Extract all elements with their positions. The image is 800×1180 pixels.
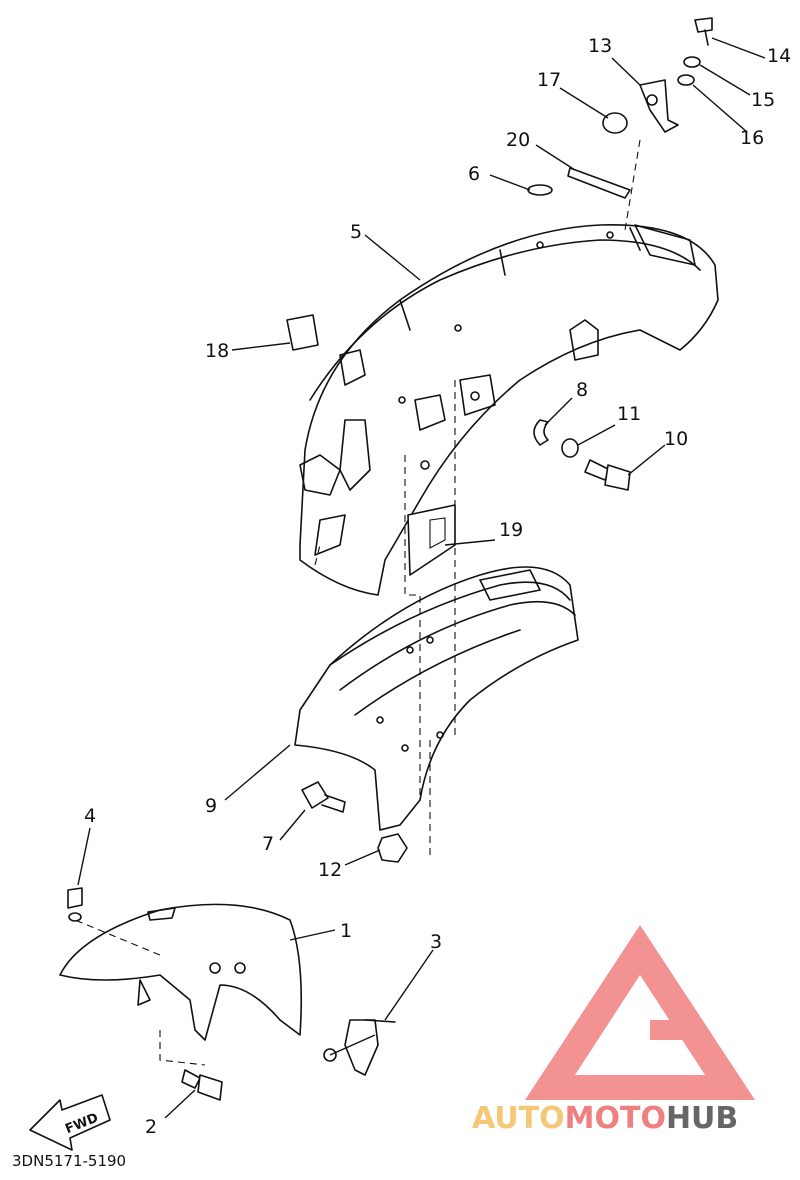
callout-20: 20 [506,129,530,151]
watermark-moto: MOTO [565,1101,666,1136]
callout-1: 1 [340,920,352,942]
callout-8: 8 [576,379,588,401]
watermark-text: AUTOMOTOHUB [472,1101,738,1136]
callout-13: 13 [588,35,612,57]
callout-17: 17 [537,69,561,91]
alignment-lines [74,139,641,1066]
rear-fender-part [299,224,719,596]
flap-part [407,504,456,576]
callout-labels: 1 2 3 4 5 6 7 8 9 10 11 12 13 14 15 16 1… [84,35,791,1138]
callout-2: 2 [145,1116,157,1138]
callout-15: 15 [751,89,775,111]
callout-14: 14 [767,45,791,67]
callout-18: 18 [205,340,229,362]
watermark-logo [525,925,755,1100]
callout-6: 6 [468,163,480,185]
callout-7: 7 [262,833,274,855]
callout-4: 4 [84,805,96,827]
callout-10: 10 [664,428,688,450]
callout-5: 5 [350,221,362,243]
callout-11: 11 [617,403,641,425]
front-fender-part [59,903,303,1041]
leader-lines [77,37,766,1119]
callout-12: 12 [318,859,342,881]
inner-fender-part [294,566,579,831]
callout-19: 19 [499,519,523,541]
watermark-hub: HUB [666,1101,738,1136]
small-parts [67,17,713,1101]
catalog-code: 3DN5171-5190 [12,1152,126,1170]
callout-3: 3 [430,931,442,953]
callout-16: 16 [740,127,764,149]
watermark-auto: AUTO [472,1101,565,1136]
callout-9: 9 [205,795,217,817]
fwd-arrow-icon: FWD [29,1094,111,1151]
bracket-part [323,1019,396,1076]
